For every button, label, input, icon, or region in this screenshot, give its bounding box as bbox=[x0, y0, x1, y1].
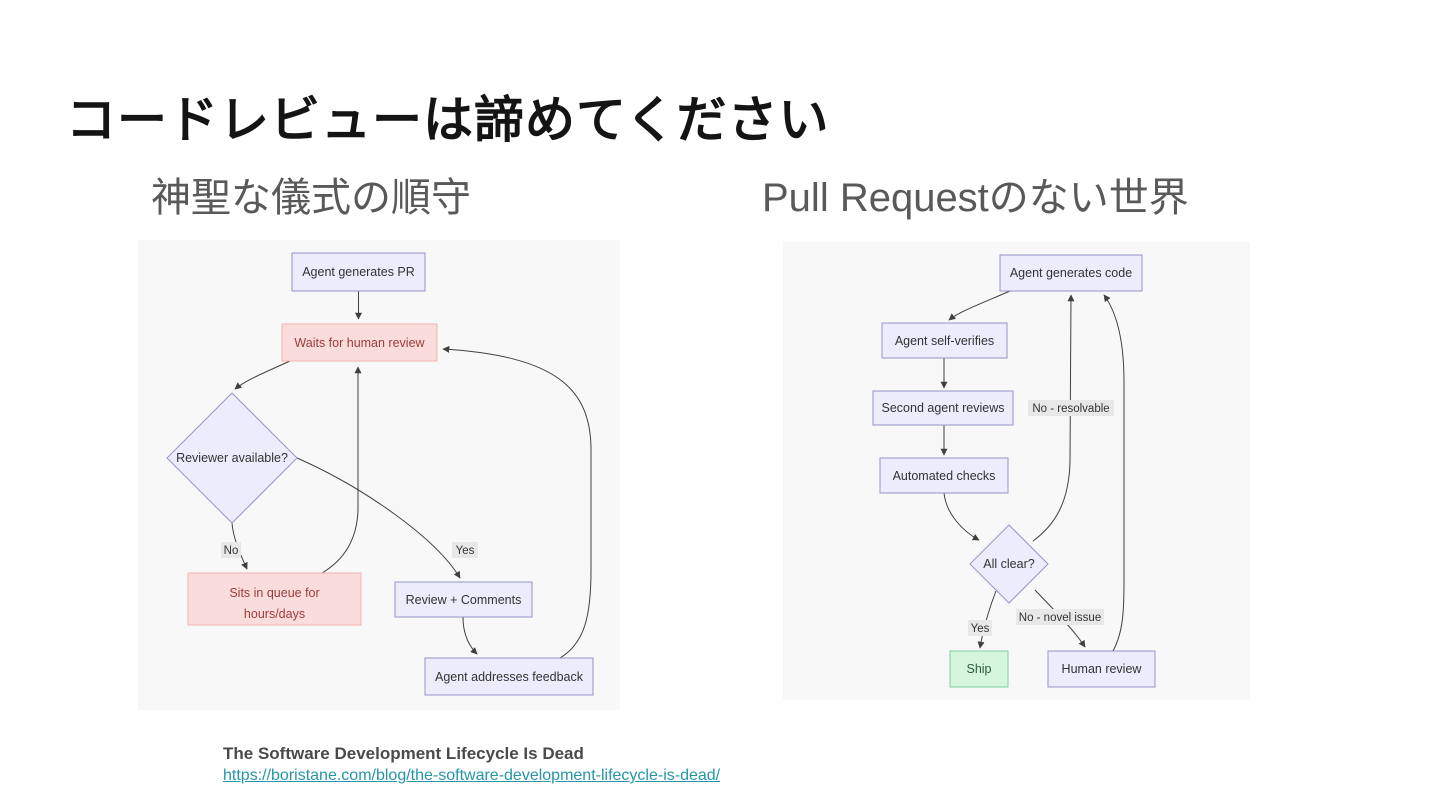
node-generates-code-box bbox=[999, 254, 1143, 292]
node-queue-label-line1: Sits in queue for bbox=[229, 586, 319, 600]
node-agent-generates-pr-label: Agent generates PR bbox=[302, 265, 415, 279]
node-automated-checks: Automated checks bbox=[879, 457, 1009, 494]
node-generates-code-label: Agent generates code bbox=[1010, 266, 1132, 280]
node-agent-self-verifies: Agent self-verifies bbox=[881, 322, 1008, 359]
edge-feedback-back-to-waits bbox=[442, 345, 592, 659]
edge-waits-to-reviewer bbox=[234, 360, 291, 390]
source-link[interactable]: https://boristane.com/blog/the-software-… bbox=[223, 767, 721, 784]
edge-allclear-yes-to-ship bbox=[977, 590, 997, 649]
edge-label-yes: Yes bbox=[452, 542, 478, 558]
node-reviewer-diamond bbox=[166, 392, 298, 524]
node-agent-generates-pr: Agent generates PR bbox=[291, 252, 426, 292]
node-human-review: Human review bbox=[1047, 650, 1156, 688]
edge-label-no-text: No bbox=[224, 545, 239, 557]
node-waits-label: Waits for human review bbox=[294, 336, 425, 350]
edge-human-back-to-code bbox=[1103, 294, 1125, 652]
edge-label-no-resolvable: No - resolvable bbox=[1028, 400, 1114, 416]
left-flowchart-panel: No Yes Agent generates PR Waits for huma… bbox=[138, 240, 620, 710]
edge-label-yes-right: Yes bbox=[968, 620, 992, 636]
node-ship: Ship bbox=[949, 650, 1009, 688]
node-self-verifies-label: Agent self-verifies bbox=[895, 334, 994, 348]
edge-label-no-bg bbox=[221, 542, 241, 558]
node-human-review-label: Human review bbox=[1062, 662, 1143, 676]
source-citation: The Software Development Lifecycle Is De… bbox=[223, 744, 720, 785]
edge-label-yes-right-bg bbox=[968, 620, 992, 636]
node-agent-generates-pr-box bbox=[291, 252, 426, 292]
right-column-header: Pull Requestのない世界 bbox=[762, 176, 1189, 220]
node-sits-in-queue: Sits in queue for hours/days bbox=[187, 572, 362, 626]
node-second-agent-label: Second agent reviews bbox=[882, 401, 1005, 415]
node-self-verifies-box bbox=[881, 322, 1008, 359]
node-review-comments: Review + Comments bbox=[394, 581, 533, 618]
left-flowchart: No Yes Agent generates PR Waits for huma… bbox=[166, 252, 594, 696]
edge-review-to-feedback bbox=[462, 616, 478, 655]
node-review-box bbox=[394, 581, 533, 618]
node-queue-label-line2: hours/days bbox=[244, 607, 305, 621]
node-reviewer-available: Reviewer available? bbox=[166, 392, 298, 524]
edge-label-no: No bbox=[221, 542, 241, 558]
source-title: The Software Development Lifecycle Is De… bbox=[223, 744, 584, 763]
node-all-clear: All clear? bbox=[969, 524, 1049, 604]
edge-label-no-resolvable-text: No - resolvable bbox=[1032, 403, 1109, 415]
edge-code-to-selfverify bbox=[948, 290, 1011, 321]
edge-label-no-resolvable-bg bbox=[1028, 400, 1114, 416]
node-feedback-label: Agent addresses feedback bbox=[435, 670, 584, 684]
node-ship-box bbox=[949, 650, 1009, 688]
edge-label-yes-text: Yes bbox=[456, 545, 475, 557]
node-ship-label: Ship bbox=[966, 662, 991, 676]
edge-label-yes-right-text: Yes bbox=[971, 623, 990, 635]
node-queue-box bbox=[187, 572, 362, 626]
edge-reviewer-yes-to-review bbox=[296, 457, 461, 579]
node-human-review-box bbox=[1047, 650, 1156, 688]
node-reviewer-label: Reviewer available? bbox=[176, 451, 288, 465]
node-all-clear-label: All clear? bbox=[983, 557, 1034, 571]
node-automated-checks-box bbox=[879, 457, 1009, 494]
right-flowchart-panel: No - resolvable Yes No - novel issue Age… bbox=[783, 242, 1250, 700]
node-all-clear-diamond bbox=[969, 524, 1049, 604]
edge-checks-to-allclear bbox=[943, 492, 980, 541]
node-agent-addresses-feedback: Agent addresses feedback bbox=[424, 657, 594, 696]
left-column-header: 神聖な儀式の順守 bbox=[151, 176, 471, 220]
node-waits-box bbox=[281, 323, 438, 362]
edge-label-yes-bg bbox=[452, 542, 478, 558]
node-feedback-box bbox=[424, 657, 594, 696]
page-title: コードレビューは諦めてください bbox=[66, 92, 830, 148]
node-review-label: Review + Comments bbox=[406, 593, 522, 607]
edge-queue-back-to-waits bbox=[321, 366, 362, 574]
node-waits-for-human-review: Waits for human review bbox=[281, 323, 438, 362]
edge-label-no-novel-bg bbox=[1016, 609, 1104, 625]
right-flowchart: No - resolvable Yes No - novel issue Age… bbox=[872, 254, 1156, 688]
edge-label-no-novel: No - novel issue bbox=[1016, 609, 1104, 625]
node-second-agent-box bbox=[872, 390, 1014, 426]
node-second-agent-reviews: Second agent reviews bbox=[872, 390, 1014, 426]
node-automated-checks-label: Automated checks bbox=[893, 469, 996, 483]
edge-allclear-resolvable-to-code bbox=[1032, 294, 1075, 542]
node-agent-generates-code: Agent generates code bbox=[999, 254, 1143, 292]
edge-label-no-novel-text: No - novel issue bbox=[1019, 612, 1101, 624]
